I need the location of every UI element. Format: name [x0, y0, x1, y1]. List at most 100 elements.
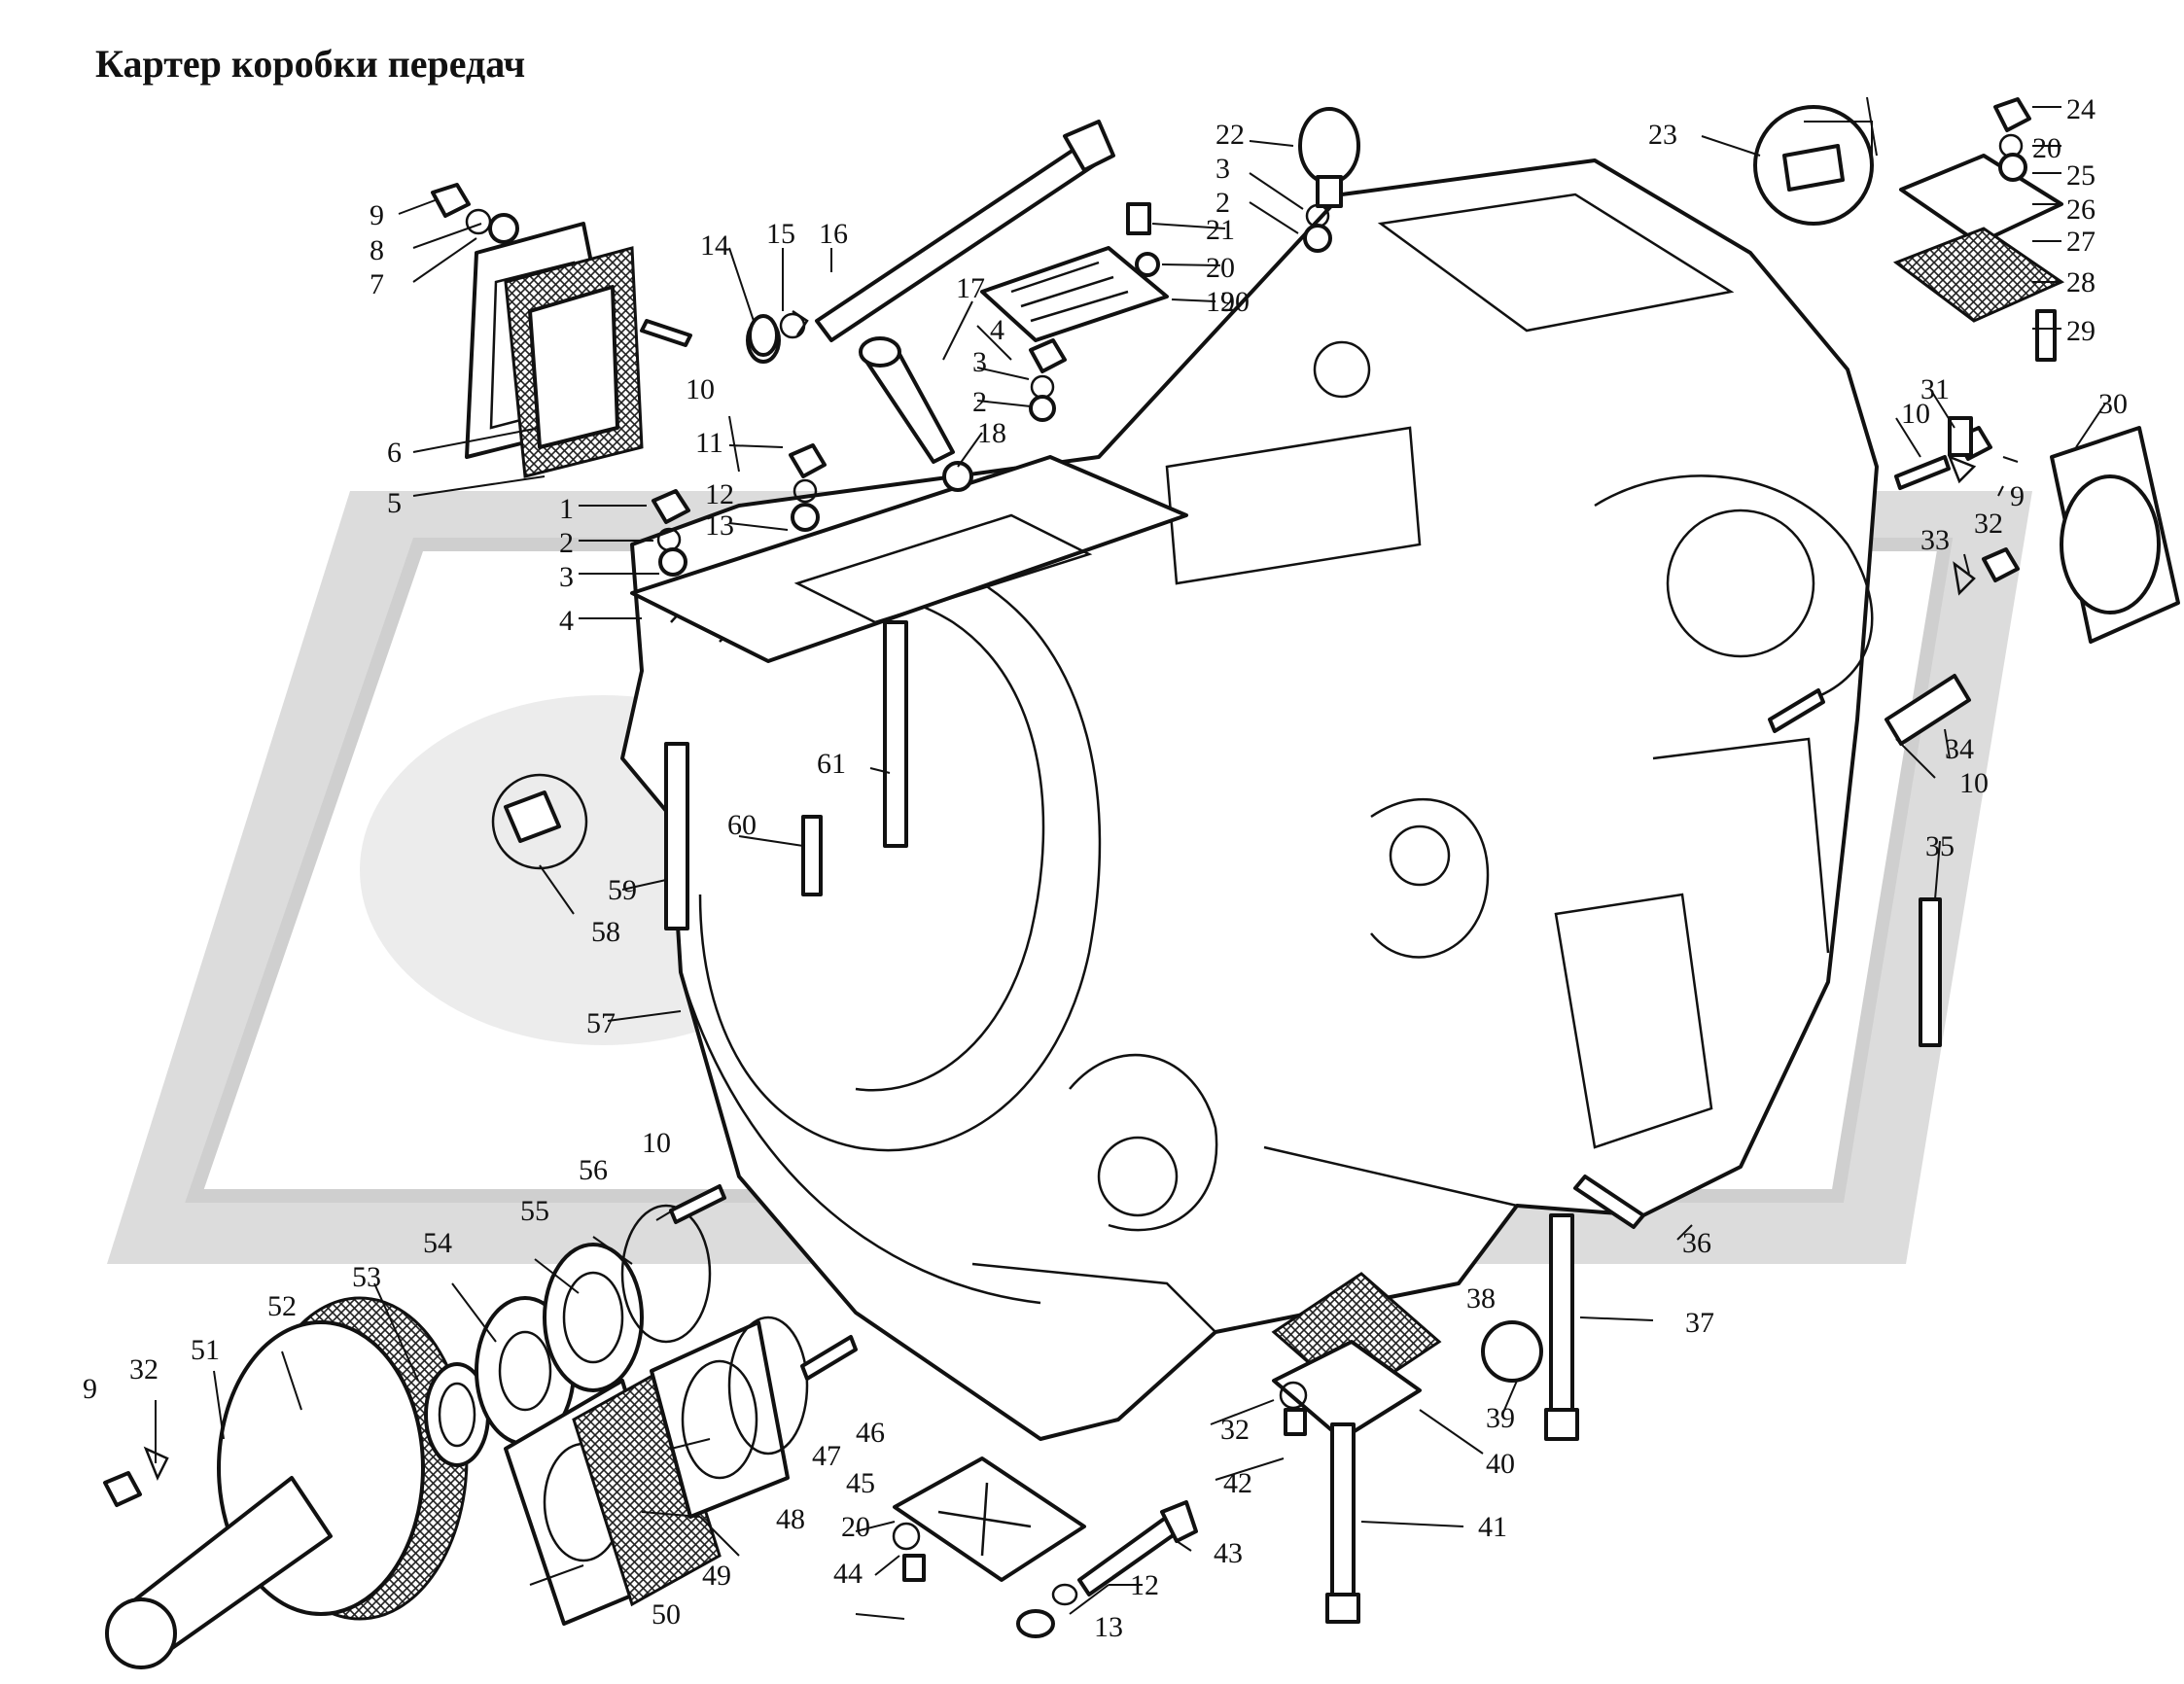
callout-2b: 2 [972, 386, 987, 418]
long-bolt [815, 120, 1115, 342]
callout-5: 5 [387, 487, 402, 519]
callout-60: 60 [727, 809, 757, 841]
callout-20c: 20 [2032, 132, 2061, 164]
stud-bolt [1325, 1213, 1579, 1624]
bearing-flange [2050, 426, 2180, 644]
drain-plug [1753, 105, 1874, 226]
top-cover [1892, 154, 2065, 323]
callout-46: 46 [856, 1417, 885, 1449]
bearing-housing [650, 1316, 809, 1519]
grease-fitting [491, 773, 588, 870]
callout-20b: 20 [1220, 286, 1250, 318]
callout-28: 28 [2066, 266, 2096, 298]
hex-bolt [1077, 1500, 1198, 1596]
callout-3c: 3 [1215, 153, 1230, 185]
callout-61: 61 [817, 748, 846, 780]
nuts-and-washers [103, 97, 2031, 1638]
callout-10: 10 [686, 373, 715, 405]
callout-32b: 32 [129, 1353, 159, 1386]
callout-10b: 10 [1901, 398, 1930, 430]
callout-3b: 3 [972, 346, 987, 378]
callout-13: 13 [705, 509, 734, 542]
inspection-cover [980, 246, 1169, 342]
stud [640, 309, 2057, 1381]
callout-58: 58 [591, 916, 620, 948]
speed-sensor [1885, 674, 1971, 746]
callout-55: 55 [520, 1195, 549, 1227]
callout-47: 47 [812, 1440, 841, 1472]
callout-23: 23 [1648, 119, 1677, 151]
callout-11: 11 [695, 427, 723, 459]
callout-2c: 2 [1215, 187, 1230, 219]
callout-45: 45 [846, 1467, 875, 1499]
callout-51: 51 [191, 1334, 220, 1366]
callout-9b: 9 [83, 1373, 97, 1405]
callout-9c: 9 [2010, 480, 2025, 512]
eye-bolt [1298, 107, 1360, 208]
callout-18: 18 [977, 417, 1006, 449]
callout-6: 6 [387, 437, 402, 469]
callout-2: 2 [559, 527, 574, 559]
callout-56: 56 [579, 1154, 608, 1186]
callout-57: 57 [586, 1007, 616, 1039]
callout-32: 32 [1974, 508, 2003, 540]
callout-7: 7 [370, 268, 384, 300]
callout-49: 49 [702, 1560, 731, 1592]
callout-30: 30 [2098, 388, 2128, 420]
callout-38: 38 [1466, 1282, 1496, 1315]
callout-4: 4 [559, 605, 574, 637]
callout-17: 17 [956, 272, 985, 304]
callout-1: 1 [559, 493, 574, 525]
threaded-plug [1481, 1320, 1543, 1383]
callout-27: 27 [2066, 226, 2096, 258]
callout-35: 35 [1925, 830, 1955, 862]
callout-52: 52 [267, 1290, 297, 1322]
callout-4b: 4 [990, 314, 1004, 346]
callout-48: 48 [776, 1503, 805, 1535]
callout-40: 40 [1486, 1448, 1515, 1480]
gearbox-housing [620, 158, 1879, 1441]
callout-labels: 1 2 3 4 5 6 7 8 9 10 11 12 13 14 15 16 1… [83, 93, 2128, 1643]
bearing-cover [504, 1368, 722, 1626]
output-flange [105, 1296, 469, 1669]
callout-54: 54 [423, 1227, 452, 1259]
breather-plug [859, 336, 955, 464]
leader-lines [155, 96, 2106, 1620]
callout-41: 41 [1478, 1511, 1507, 1543]
callout-13b: 13 [1094, 1611, 1123, 1643]
callout-53: 53 [352, 1261, 381, 1293]
callout-12: 12 [705, 478, 734, 510]
callout-43: 43 [1214, 1537, 1243, 1569]
callout-20d: 20 [841, 1511, 870, 1543]
cover-plate [630, 455, 1188, 663]
callout-3: 3 [559, 561, 574, 593]
callout-10d: 10 [642, 1127, 671, 1159]
callout-26: 26 [2066, 193, 2096, 226]
callout-21: 21 [1206, 214, 1235, 246]
side-cover-gasket [504, 246, 644, 478]
callout-31: 31 [1920, 373, 1950, 405]
callout-22: 22 [1215, 119, 1245, 151]
seal-ring [424, 1362, 490, 1467]
callout-8: 8 [370, 234, 384, 266]
callout-19: 19 [1206, 286, 1235, 318]
callout-50: 50 [652, 1598, 681, 1631]
callout-42: 42 [1223, 1467, 1252, 1499]
callout-9: 9 [370, 199, 384, 231]
snap-ring [620, 1204, 712, 1344]
callout-16: 16 [819, 218, 848, 250]
callout-15: 15 [766, 218, 795, 250]
callout-12b: 12 [1130, 1569, 1159, 1601]
bottom-cover [893, 1456, 1086, 1582]
callout-20: 20 [1206, 252, 1235, 284]
callout-24: 24 [2066, 93, 2096, 125]
callout-44: 44 [833, 1558, 863, 1590]
callout-14: 14 [700, 229, 729, 262]
flange-gasket [1271, 1272, 1442, 1441]
callout-10c: 10 [1959, 767, 1989, 799]
callout-34: 34 [1945, 733, 1974, 765]
callout-37: 37 [1685, 1307, 1714, 1339]
callout-32c: 32 [1220, 1414, 1250, 1446]
page-title: Картер коробки передач [95, 42, 526, 86]
